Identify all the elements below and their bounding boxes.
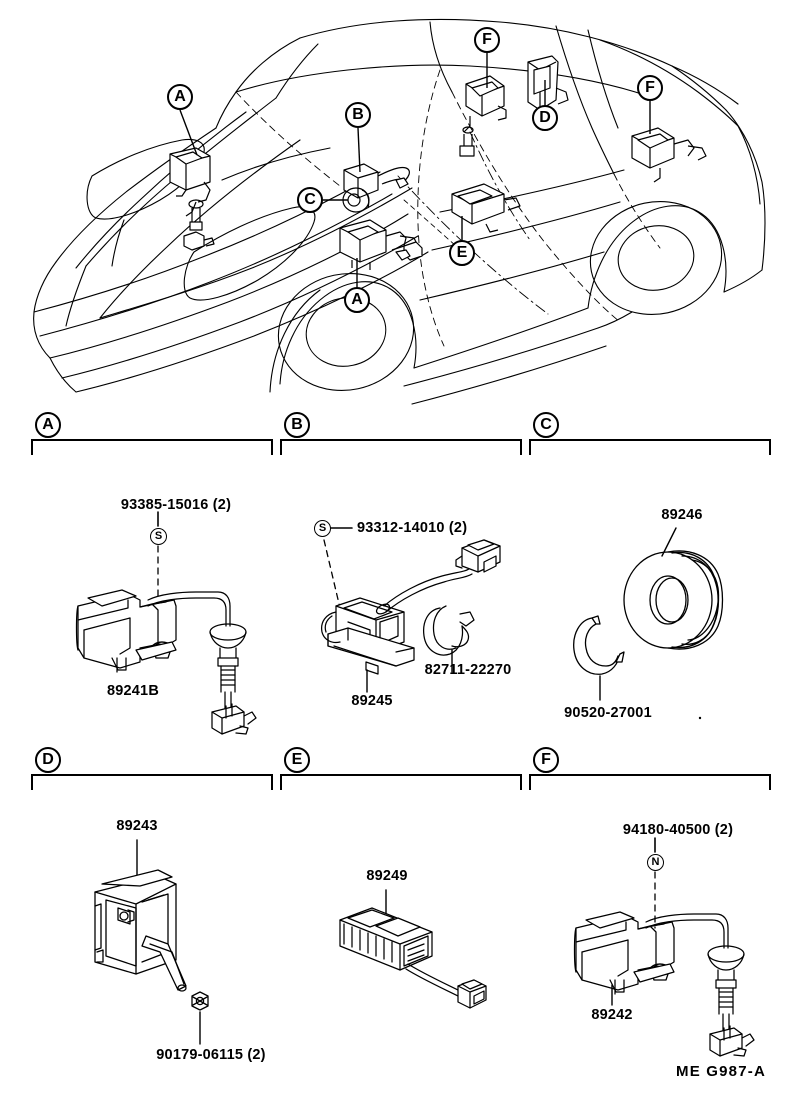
part-label-82711-22270: 82711-22270 xyxy=(424,662,512,678)
car-callout-d: D xyxy=(532,105,558,131)
part-label-89249: 89249 xyxy=(366,868,408,884)
car-callout-a-text: A xyxy=(174,88,186,105)
section-letter-c-text: C xyxy=(540,416,552,433)
car-callout-c: C xyxy=(297,187,323,213)
part-label-93385-15016: 93385-15016 (2) xyxy=(120,497,232,513)
car-callout-f2: F xyxy=(637,75,663,101)
car-callout-c-text: C xyxy=(304,191,316,208)
car-callout-d-text: D xyxy=(539,109,551,126)
car-part-D xyxy=(527,55,569,119)
car-part-F1 xyxy=(459,75,507,157)
bracket-E xyxy=(280,774,522,790)
section-letter-e: E xyxy=(284,747,310,773)
part-label-93312-14010: 93312-14010 (2) xyxy=(357,520,468,536)
leader-A xyxy=(179,109,198,156)
section-letter-c: C xyxy=(533,412,559,438)
part-label-89246: 89246 xyxy=(661,507,703,523)
part-label-89241b: 89241B xyxy=(107,683,159,699)
diagram-footer-code: ME G987-A xyxy=(676,1063,766,1080)
section-letter-b-text: B xyxy=(291,416,303,433)
fastener-marker-n-f-text: N xyxy=(651,856,660,868)
part-label-90520-27001: 90520-27001 xyxy=(564,705,652,721)
car-callout-b: B xyxy=(345,102,371,128)
section-letter-e-text: E xyxy=(291,751,303,768)
section-letter-d: D xyxy=(35,747,61,773)
part-label-89243: 89243 xyxy=(116,818,158,834)
car-callout-f1: F xyxy=(474,27,500,53)
section-letter-d-text: D xyxy=(42,751,54,768)
fastener-marker-s-b: S xyxy=(314,520,331,537)
fastener-marker-s-a-text: S xyxy=(154,530,163,542)
section-letter-b: B xyxy=(284,412,310,438)
car-callout-e: E xyxy=(449,240,475,266)
part-label-90179-06115: 90179-06115 (2) xyxy=(156,1047,266,1063)
part-label-89245: 89245 xyxy=(351,693,393,709)
car-part-F2 xyxy=(631,127,707,183)
car-callout-f1-text: F xyxy=(482,31,492,48)
part-label-94180-40500: 94180-40500 (2) xyxy=(622,822,734,838)
car-part-A2 xyxy=(339,219,419,270)
car-callout-a2: A xyxy=(344,287,370,313)
fastener-marker-n-f: N xyxy=(647,854,664,871)
car-part-B xyxy=(343,163,410,199)
leader-B xyxy=(357,127,361,173)
section-letter-a: A xyxy=(35,412,61,438)
fastener-marker-s-b-text: S xyxy=(318,522,327,534)
car-part-E xyxy=(451,183,521,233)
bracket-B xyxy=(280,439,522,455)
car-callout-a2-text: A xyxy=(351,291,363,308)
car-part-clip-2 xyxy=(395,249,411,261)
bracket-F xyxy=(529,774,771,790)
bracket-A xyxy=(31,439,273,455)
car-callout-b-text: B xyxy=(352,106,364,123)
fastener-marker-s-a: S xyxy=(150,528,167,545)
car-callout-e-text: E xyxy=(456,244,468,261)
car-callout-a: A xyxy=(167,84,193,110)
section-letter-a-text: A xyxy=(42,416,54,433)
bracket-D xyxy=(31,774,273,790)
section-letter-f: F xyxy=(533,747,559,773)
bracket-C xyxy=(529,439,771,455)
section-letter-f-text: F xyxy=(541,751,551,768)
car-part-A xyxy=(169,147,215,251)
car-callout-f2-text: F xyxy=(645,79,655,96)
part-label-89242: 89242 xyxy=(591,1007,633,1023)
